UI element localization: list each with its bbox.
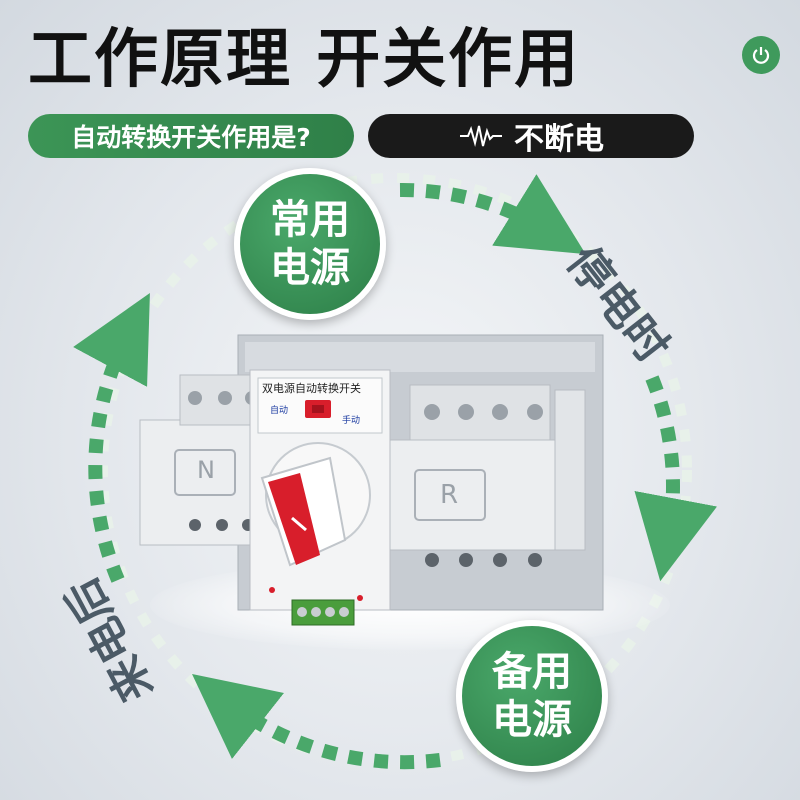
backup-power-line1: 备用	[492, 649, 572, 695]
arrow-bottom-left	[191, 674, 441, 770]
device-letter-r: R	[440, 480, 459, 510]
device-letter-n: N	[197, 456, 215, 484]
question-pill: 自动转换开关作用是?	[28, 114, 354, 158]
backup-power-line2: 电源	[492, 697, 572, 743]
device-mode-auto: 自动	[270, 406, 289, 416]
device-mode-manual: 手动	[342, 416, 361, 426]
main-power-line1: 常用	[270, 197, 350, 243]
main-power-line2: 电源	[270, 245, 350, 291]
main-power-circle: 常用 电源	[234, 168, 386, 320]
question-text: 自动转换开关作用是?	[71, 123, 311, 152]
answer-text: 不断电	[514, 122, 604, 157]
arrow-right	[634, 375, 718, 582]
backup-power-circle: 备用 电源	[456, 620, 608, 772]
power-icon	[742, 36, 780, 74]
arrow-top-right	[399, 174, 586, 255]
page-title: 工作原理 开关作用	[28, 23, 581, 97]
waveform-icon	[460, 125, 502, 147]
arrow-left	[73, 293, 150, 583]
device-panel-title: 双电源自动转换开关	[262, 382, 361, 395]
answer-pill: 不断电	[368, 114, 694, 158]
